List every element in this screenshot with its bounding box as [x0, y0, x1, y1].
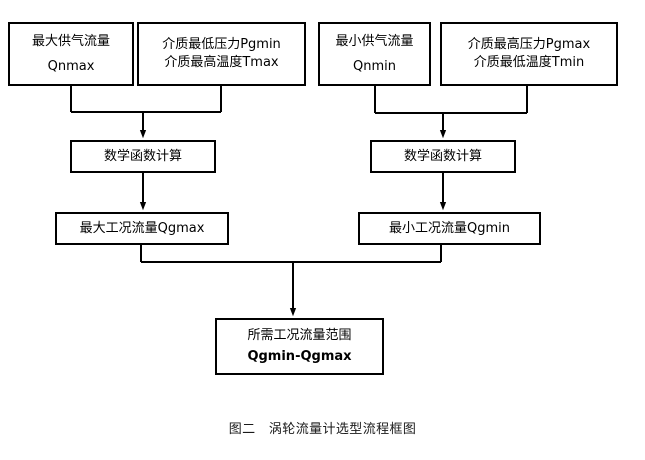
node-result-max-flow: 最大工况流量Qgmax: [55, 212, 229, 245]
connector-left-merge: [70, 86, 222, 139]
node-min-supply-flow: 最小供气流量 Qnmin: [318, 22, 431, 86]
node-min-supply-flow-line2: Qnmin: [353, 58, 396, 74]
node-max-supply-flow: 最大供气流量 Qnmax: [8, 22, 134, 86]
node-math-calc-right-label: 数学函数计算: [403, 148, 482, 164]
node-math-calc-left-label: 数学函数计算: [103, 148, 182, 164]
node-max-pressure-min-temp: 介质最高压力Pgmax 介质最低温度Tmin: [440, 22, 618, 86]
figure-caption: 图二 涡轮流量计选型流程框图: [228, 422, 417, 437]
node-min-supply-flow-line1: 最小供气流量: [335, 33, 414, 49]
node-math-calc-right: 数学函数计算: [370, 140, 516, 173]
connector-final-merge: [140, 245, 442, 317]
node-result-min-flow-label: 最小工况流量Qgmin: [389, 220, 510, 236]
node-result-max-flow-label: 最大工况流量Qgmax: [79, 220, 205, 236]
node-final-flow-range: 所需工况流量范围 Qgmin-Qgmax: [215, 318, 384, 375]
node-final-flow-range-line1: 所需工况流量范围: [247, 328, 352, 344]
node-final-flow-range-line2: Qgmin-Qgmax: [247, 349, 352, 364]
connector-right-merge: [374, 86, 528, 139]
node-max-supply-flow-line1: 最大供气流量: [31, 33, 110, 49]
node-max-supply-flow-line2: Qnmax: [47, 58, 95, 74]
node-max-pressure-min-temp-line2: 介质最低温度Tmin: [473, 55, 585, 70]
node-max-pressure-min-temp-line1: 介质最高压力Pgmax: [467, 37, 591, 53]
node-min-pressure-max-temp-line1: 介质最低压力Pgmin: [162, 37, 281, 53]
node-math-calc-left: 数学函数计算: [70, 140, 216, 173]
node-min-pressure-max-temp-line2: 介质最高温度Tmax: [164, 55, 279, 70]
node-min-pressure-max-temp: 介质最低压力Pgmin 介质最高温度Tmax: [137, 22, 306, 86]
node-result-min-flow: 最小工况流量Qgmin: [358, 212, 541, 245]
